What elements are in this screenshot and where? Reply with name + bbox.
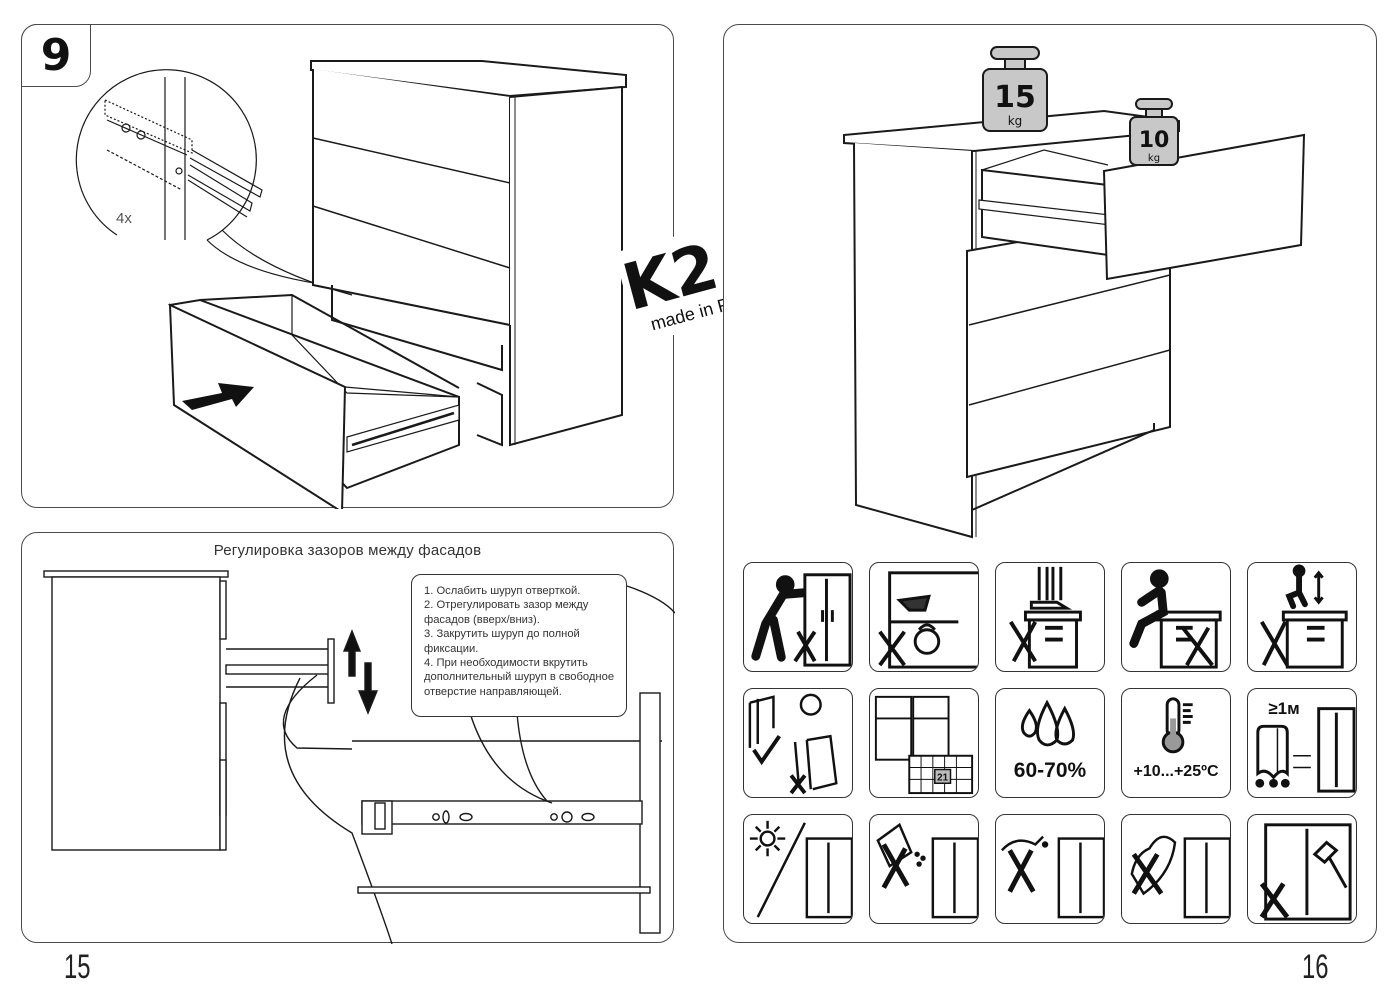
drawer-box bbox=[167, 293, 460, 509]
page-number-left: 15 bbox=[64, 948, 91, 986]
page-number-right: 16 bbox=[1302, 948, 1329, 986]
ventilation-days-label: 21 bbox=[937, 772, 948, 783]
anchor-to-wall-icon bbox=[743, 688, 853, 798]
humidity-range-label: 60-70% bbox=[1013, 759, 1087, 782]
no-impact-icon bbox=[1247, 814, 1357, 924]
usage-rules-panel: 15 kg 10 kg bbox=[723, 24, 1377, 943]
temperature-range-label: +10...+25ºC bbox=[1133, 763, 1219, 780]
humidity-icon: 60-70% bbox=[995, 688, 1105, 798]
step-number-badge: 9 bbox=[21, 24, 91, 87]
instruction-step-1: 1. Ослабить шуруп отверткой. bbox=[424, 585, 581, 597]
weight-10kg-icon: 10 kg bbox=[1129, 98, 1179, 166]
weight-15-value: 15 bbox=[994, 80, 1036, 115]
weight-10-value: 10 bbox=[1139, 128, 1170, 153]
no-abrasive-powder-icon bbox=[869, 814, 979, 924]
gap-adjustment-illustration bbox=[43, 570, 675, 944]
distance-label: ≥1м bbox=[1268, 699, 1300, 718]
no-standing-on-furniture-icon bbox=[995, 562, 1105, 672]
cabinet-top bbox=[43, 570, 229, 578]
load-limit-illustration bbox=[843, 109, 1306, 539]
weight-15-unit: kg bbox=[1008, 114, 1023, 128]
adjustment-title: Регулировка зазоров между фасадов bbox=[213, 542, 482, 559]
rail-detail-magnifier bbox=[75, 69, 353, 296]
no-pushing-cabinet-icon bbox=[743, 562, 853, 672]
distance-from-heater-icon: ≥1м bbox=[1247, 688, 1357, 798]
ventilate-room-21-days-icon: 21 bbox=[869, 688, 979, 798]
no-jumping-on-furniture-icon bbox=[1247, 562, 1357, 672]
no-wet-cloth-icon bbox=[1121, 814, 1231, 924]
instruction-step-3: 3. Закрутить шуруп до полной фиксации. bbox=[424, 628, 580, 655]
no-solvents-icon bbox=[995, 814, 1105, 924]
no-heavy-objects-icon bbox=[869, 562, 979, 672]
hardware-count-label: 4x bbox=[116, 210, 132, 227]
push-drawer-in-arrow bbox=[182, 383, 254, 410]
cabinet-side bbox=[51, 576, 221, 851]
weight-10-unit: kg bbox=[1148, 153, 1160, 164]
instruction-step-4: 4. При необходимости вкрутить дополнител… bbox=[424, 657, 615, 698]
avoid-direct-sunlight-icon bbox=[743, 814, 853, 924]
dresser-body bbox=[310, 60, 627, 447]
usage-icon-grid: 21 60-70% +10...+25ºC ≥ bbox=[743, 562, 1359, 924]
adjustment-instructions-callout: 1. Ослабить шуруп отверткой. 2. Отрегули… bbox=[411, 574, 627, 717]
no-sitting-on-furniture-icon bbox=[1121, 562, 1231, 672]
gap-adjustment-panel: Регулировка зазоров между фасадов bbox=[21, 532, 675, 944]
step-9-panel: 9 4x bbox=[21, 24, 793, 509]
instruction-step-2: 2. Отрегулировать зазор между фасадов (в… bbox=[424, 599, 589, 626]
drawer-install-illustration: 4x bbox=[75, 60, 627, 509]
weight-15kg-icon: 15 kg bbox=[982, 46, 1048, 132]
temperature-icon: +10...+25ºC bbox=[1121, 688, 1231, 798]
